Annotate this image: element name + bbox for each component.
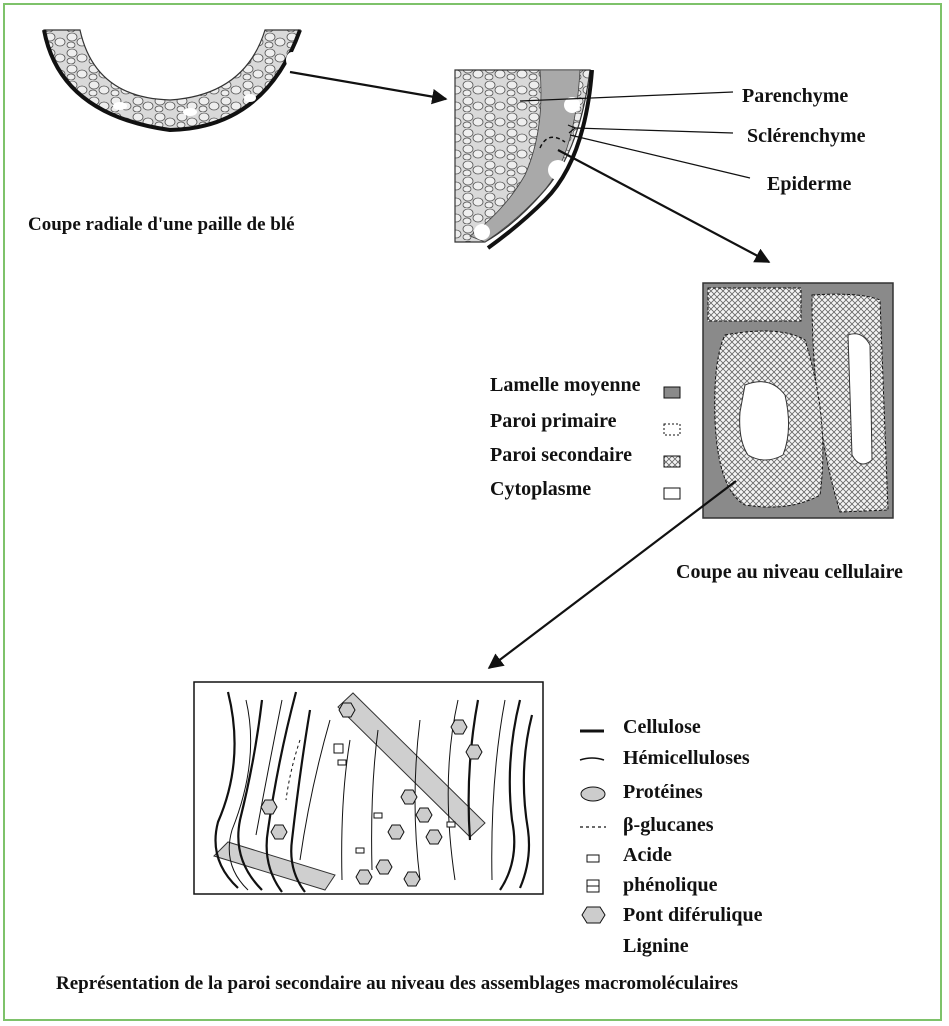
cell-caption: Coupe au niveau cellulaire: [676, 562, 903, 582]
pont-diferulique-label: Pont diférulique: [623, 905, 762, 925]
straw-caption: Coupe radiale d'une paille de blé: [28, 215, 295, 234]
cellulose-label: Cellulose: [623, 717, 701, 737]
proteines-label: Protéines: [623, 782, 703, 802]
glucanes-label: β-glucanes: [623, 815, 714, 835]
paroi-secondaire-label: Paroi secondaire: [490, 445, 632, 465]
sclerenchyme-label: Sclérenchyme: [747, 126, 866, 146]
wall-legend-symbols: [580, 731, 606, 923]
bottom-caption: Représentation de la paroi secondaire au…: [56, 974, 738, 993]
cytoplasme-label: Cytoplasme: [490, 479, 591, 499]
parenchyme-label: Parenchyme: [742, 86, 848, 106]
lignine-label: Lignine: [623, 936, 689, 956]
lamelle-label: Lamelle moyenne: [490, 375, 641, 395]
macromolecular-drawing: [194, 682, 543, 894]
hemicelluloses-label: Hémicelluloses: [623, 748, 750, 768]
cell-legend-swatches: [664, 387, 680, 499]
tissue-enlargement-drawing: [455, 70, 592, 248]
cell-section-drawing: [703, 283, 893, 518]
straw-section-drawing: [44, 30, 300, 130]
paroi-primaire-label: Paroi primaire: [490, 411, 616, 431]
acide-label: Acide: [623, 845, 672, 865]
phenolique-label: phénolique: [623, 875, 717, 895]
epiderme-label: Epiderme: [767, 174, 851, 194]
